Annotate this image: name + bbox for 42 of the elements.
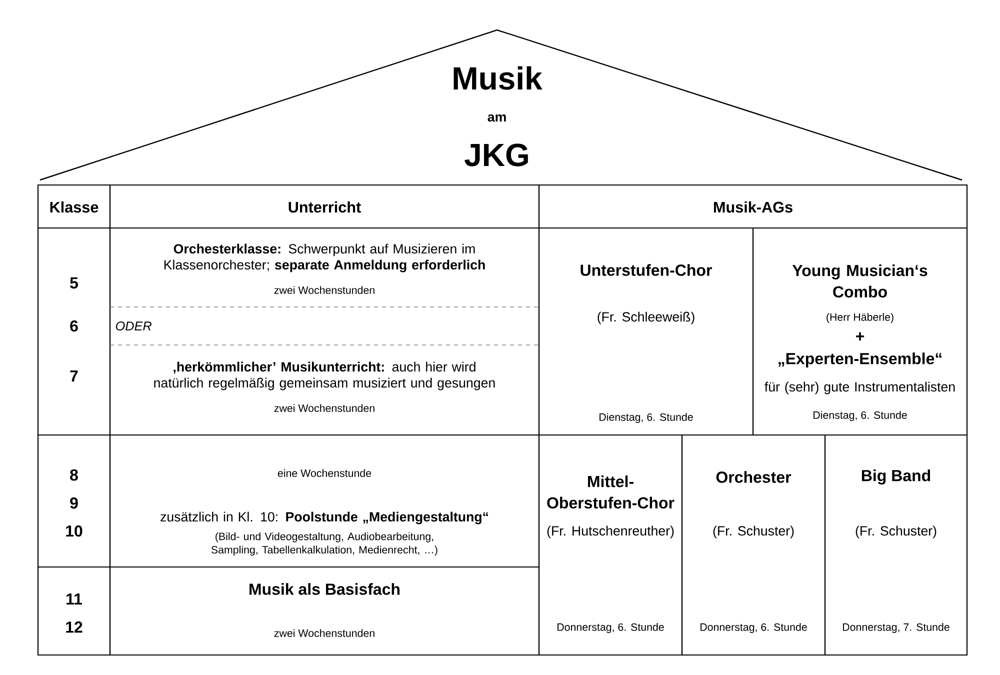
course-description: Orchesterklasse: Schwerpunkt auf Musizieren im Klassenorchester; separate Anmeldung erforderlich: [164, 244, 485, 272]
group-description: für (sehr) gute Instrumentalisten: [764, 382, 955, 394]
course-title: Musik als Basisfach: [250, 583, 400, 595]
group-title: „Experten-Ensemble“: [778, 352, 942, 368]
teacher-name: (Herr Häberle): [826, 313, 894, 323]
title-text: Musik: [454, 66, 542, 90]
grade-number: 8: [70, 469, 78, 481]
schedule-note: Donnerstag, 7. Stunde: [843, 623, 950, 633]
title-text: JKG: [464, 144, 528, 166]
grade-number: 5: [70, 277, 78, 289]
grade-number: 9: [70, 497, 78, 509]
group-title: Unterstufen-Chor: [580, 264, 712, 276]
teacher-name: (Fr. Schuster): [713, 526, 794, 538]
hours-note: zwei Wochenstunden: [274, 629, 374, 637]
grade-number: 10: [66, 525, 82, 537]
group-title: Mittel-Oberstufen-Chor: [547, 475, 674, 509]
grade-number: 11: [66, 594, 82, 604]
teacher-name: (Fr. Hutschenreuther): [547, 526, 674, 538]
hours-note: zwei Wochenstunden: [274, 404, 374, 412]
course-description: zusätzlich in Kl. 10: Poolstunde „Mediengestaltung“: [160, 512, 488, 524]
column-header: Klasse: [50, 201, 98, 213]
course-details: (Bild- und Videogestaltung, Audiobearbeitung, Sampling, Tabellenkalkulation, Medienrecht, …): [211, 532, 438, 556]
grade-number: 7: [70, 370, 78, 382]
hours-note: eine Wochenstunde: [278, 469, 372, 477]
group-title: Orchester: [716, 471, 792, 483]
group-title: Big Band: [862, 470, 930, 484]
column-header: Musik-AGs: [714, 201, 792, 213]
hours-note: zwei Wochenstunden: [274, 286, 374, 294]
grade-number: 12: [66, 621, 82, 633]
teacher-name: (Fr. Schleeweiß): [598, 312, 694, 324]
title-text: am: [488, 114, 506, 122]
schedule-note: Dienstag, 6. Stunde: [814, 411, 907, 421]
schedule-note: Donnerstag, 6. Stunde: [558, 623, 664, 633]
schedule-note: Donnerstag, 6. Stunde: [700, 623, 807, 633]
column-header: Unterricht: [288, 201, 361, 213]
grade-number: 6: [70, 320, 78, 332]
group-title: Young Musician‘s Combo: [792, 264, 928, 298]
plus-sign: +: [856, 332, 864, 340]
course-description: ‚herkömmlicher’ Musikunterricht: auch hier wird natürlich regelmäßig gemeinsam musiziert und gesungen: [154, 362, 495, 390]
alternative-label: ODER: [116, 322, 152, 330]
schedule-note: Dienstag, 6. Stunde: [600, 413, 693, 423]
teacher-name: (Fr. Schuster): [856, 526, 936, 538]
